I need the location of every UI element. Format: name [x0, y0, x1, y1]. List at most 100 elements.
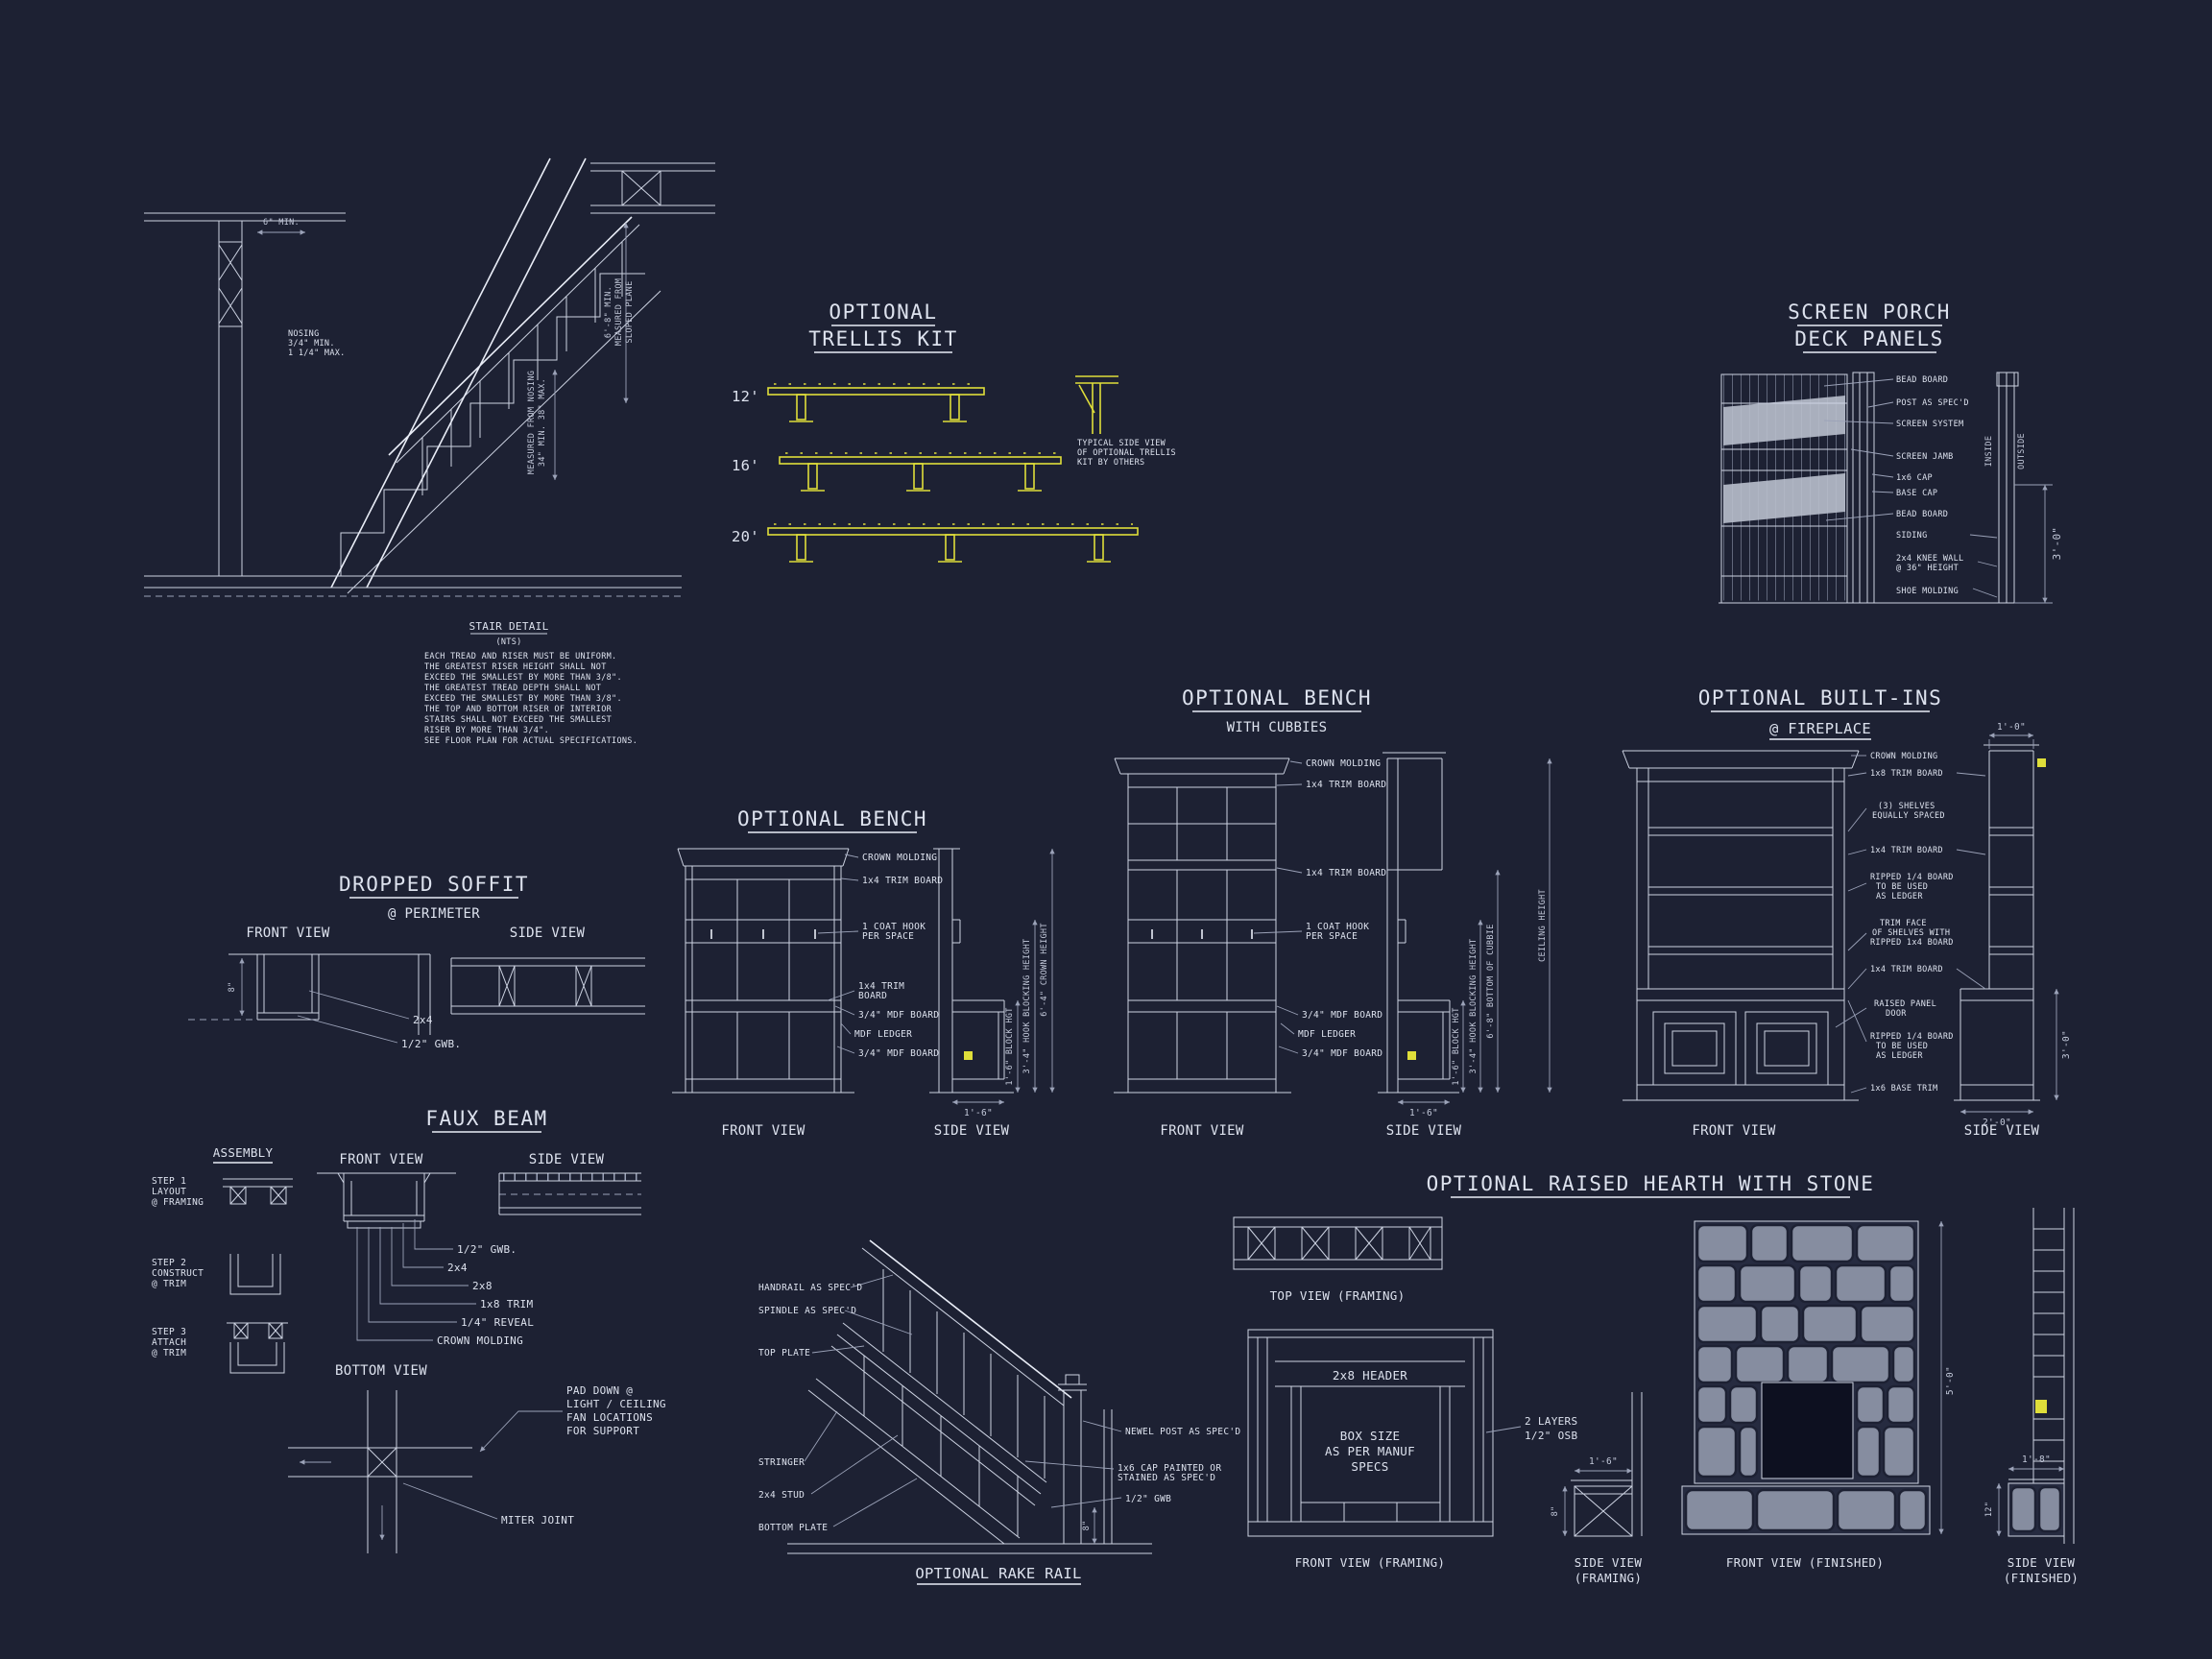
screen-label-bead-board-1: BEAD BOARD [1896, 375, 1948, 385]
builtins-title-line2: @ FIREPLACE [1769, 720, 1871, 737]
screen-label-post: POST AS SPEC'D [1896, 398, 1969, 408]
screen-dim-height: 3'-0" [2051, 527, 2063, 561]
faux-label-2x8: 2x8 [472, 1280, 493, 1292]
faux-pad-note-line1: PAD DOWN @ [566, 1384, 633, 1397]
stair-clearance-line3: SLOPED PLANE [625, 280, 635, 343]
cubbies-label-hook-line1: 1 COAT HOOK [1306, 922, 1369, 932]
builtins-dim-side: 3'-0" [2061, 1030, 2072, 1059]
builtins-dim-bottom: 2'-0" [1983, 1118, 2011, 1128]
hearth-side-finished-dim-height: 12" [1984, 1502, 1994, 1517]
builtins-label-1x8-trim: 1x8 TRIM BOARD [1870, 769, 1943, 779]
cubbies-label-trim2: 1x4 TRIM BOARD [1306, 868, 1386, 878]
hearth-osb-line1: 2 LAYERS [1525, 1415, 1577, 1428]
stair-detail-drawing: 6" MIN. NOSING 3/4" MIN. 1 1/4" MAX. 6'-… [144, 157, 715, 746]
stair-note-8: RISER BY MORE THAN 3/4". [424, 726, 549, 735]
faux-label-2x4: 2x4 [447, 1262, 468, 1274]
hearth-front-framing-caption: FRONT VIEW (FRAMING) [1295, 1555, 1446, 1570]
trellis-size-20: 20' [732, 528, 759, 545]
screen-label-knee-wall-line2: @ 36" HEIGHT [1896, 564, 1959, 573]
stair-notes-title: STAIR DETAIL [469, 620, 548, 633]
trellis-note-line2: OF OPTIONAL TRELLIS [1077, 448, 1176, 458]
faux-step2-line3: @ TRIM [152, 1279, 186, 1289]
rake-rail-title: OPTIONAL RAKE RAIL [915, 1565, 1081, 1582]
trellis-size-12: 12' [732, 388, 759, 405]
bench-label-trim2-line1: 1x4 TRIM [858, 981, 904, 992]
bench-dim-block: 1'-6" BLOCK HGT [1005, 1007, 1015, 1085]
screen-porch-title-line2: DECK PANELS [1794, 327, 1944, 350]
trellis-kit-drawing: OPTIONAL TRELLIS KIT 12' 16' 20' [732, 301, 1176, 563]
cubbies-title-line1: OPTIONAL BENCH [1182, 686, 1372, 709]
trellis-size-16: 16' [732, 457, 759, 474]
bench-with-cubbies-drawing: OPTIONAL BENCH WITH CUBBIES [1114, 686, 1552, 1139]
stair-notes-scale: (NTS) [495, 637, 521, 647]
builtins-label-shelves-line2: EQUALLY SPACED [1872, 811, 1945, 821]
builtins-label-ripped2-line3: AS LEDGER [1876, 1051, 1923, 1061]
bench-title: OPTIONAL BENCH [737, 807, 927, 830]
bench-dim-crown: 6'-4" CROWN HEIGHT [1040, 923, 1049, 1017]
stair-note-2: THE GREATEST RISER HEIGHT SHALL NOT [424, 662, 607, 672]
stair-rail-height-line2: 34" MIN. 38" MAX. [538, 378, 547, 467]
rake-label-top-plate: TOP PLATE [758, 1348, 810, 1358]
hearth-side-framing-dim-depth: 1'-6" [1589, 1456, 1618, 1467]
builtins-label-1x4-trim2: 1x4 TRIM BOARD [1870, 965, 1943, 974]
builtins-dim-top: 1'-0" [1997, 722, 2026, 733]
cubbies-label-mdf2: 3/4" MDF BOARD [1302, 1048, 1382, 1059]
rake-rail-drawing: 8" HANDRAIL AS SPEC'D SPINDLE AS SPEC'D … [758, 1239, 1240, 1585]
faux-pad-note-line3: FAN LOCATIONS [566, 1411, 653, 1424]
screen-label-shoe-molding: SHOE MOLDING [1896, 587, 1959, 596]
screen-inside-label: INSIDE [1984, 436, 1994, 468]
cubbies-side-view-caption: SIDE VIEW [1386, 1123, 1462, 1139]
soffit-subtitle: @ PERIMETER [388, 906, 480, 922]
builtins-label-raised-panel-line1: RAISED PANEL [1874, 999, 1936, 1009]
bench-label-crown: CROWN MOLDING [862, 853, 937, 863]
hearth-side-finished-caption-line1: SIDE VIEW [2008, 1555, 2076, 1570]
faux-label-reveal: 1/4" REVEAL [461, 1316, 534, 1329]
hearth-box-line2: AS PER MANUF [1325, 1444, 1415, 1458]
cubbies-dim-depth: 1'-6" [1409, 1108, 1438, 1118]
stair-note-7: STAIRS SHALL NOT EXCEED THE SMALLEST [424, 715, 612, 725]
screen-porch-drawing: SCREEN PORCH DECK PANELS BE [1719, 301, 2063, 604]
builtins-label-ripped2-line1: RIPPED 1/4 BOARD [1870, 1032, 1954, 1042]
faux-label-1x8-trim: 1x8 TRIM [480, 1298, 533, 1310]
stair-nosing-line2: 3/4" MIN. [288, 339, 335, 349]
builtins-label-ripped1-line3: AS LEDGER [1876, 892, 1923, 902]
faux-front-view-caption: FRONT VIEW [339, 1152, 423, 1167]
builtins-label-ripped2-line2: TO BE USED [1876, 1042, 1928, 1051]
trellis-title-line2: TRELLIS KIT [808, 327, 958, 350]
hearth-top-view-caption: TOP VIEW (FRAMING) [1270, 1288, 1406, 1303]
cubbies-dim-hook: 3'-4" HOOK BLOCKING HEIGHT [1469, 939, 1479, 1074]
stair-clearance-line2: MEASURED FROM [614, 278, 624, 346]
hearth-box-line1: BOX SIZE [1340, 1429, 1401, 1443]
faux-step3-line3: @ TRIM [152, 1348, 186, 1358]
screen-label-knee-wall-line1: 2x4 KNEE WALL [1896, 554, 1963, 564]
faux-side-view-caption: SIDE VIEW [529, 1152, 605, 1167]
cubbies-label-crown: CROWN MOLDING [1306, 758, 1381, 769]
soffit-dim-8: 8" [228, 982, 237, 993]
builtins-label-trimface-line2: OF SHELVES WITH [1872, 928, 1950, 938]
builtins-front-view-caption: FRONT VIEW [1692, 1123, 1776, 1139]
rake-dim-8: 8" [1082, 1521, 1092, 1531]
builtins-side-view-caption: SIDE VIEW [1964, 1123, 2040, 1139]
soffit-front-view-caption: FRONT VIEW [246, 926, 330, 941]
faux-label-crown-molding: CROWN MOLDING [437, 1334, 523, 1347]
bench-side-view-caption: SIDE VIEW [934, 1123, 1010, 1139]
stair-note-6: THE TOP AND BOTTOM RISER OF INTERIOR [424, 705, 613, 714]
faux-beam-assembly-title: ASSEMBLY [213, 1145, 274, 1160]
hearth-side-finished-dim-depth: 1'-8" [2022, 1455, 2051, 1465]
screen-label-1x6-cap: 1x6 CAP [1896, 473, 1933, 483]
cubbies-dim-cubbie: 6'-8" BOTTOM OF CUBBIE [1486, 924, 1496, 1038]
hearth-side-framing-caption-line1: SIDE VIEW [1575, 1555, 1643, 1570]
stair-note-9: SEE FLOOR PLAN FOR ACTUAL SPECIFICATIONS… [424, 736, 637, 746]
cubbies-label-hook-line2: PER SPACE [1306, 931, 1358, 942]
faux-step3-line2: ATTACH [152, 1337, 186, 1348]
cubbies-title-line2: WITH CUBBIES [1227, 720, 1328, 735]
builtins-label-shelves-line1: (3) SHELVES [1878, 802, 1936, 811]
soffit-title: DROPPED SOFFIT [339, 873, 529, 896]
stair-note-5: EXCEED THE SMALLEST BY MORE THAN 3/8". [424, 694, 622, 704]
stair-rail-height-line1: MEASURED FROM NOSING [527, 371, 537, 474]
rake-label-cap-line1: 1x6 CAP PAINTED OR [1118, 1463, 1221, 1474]
bench-label-mdf2: 3/4" MDF BOARD [858, 1048, 939, 1059]
cubbies-label-ledger: MDF LEDGER [1298, 1029, 1356, 1040]
builtins-label-ripped1-line1: RIPPED 1/4 BOARD [1870, 873, 1954, 882]
builtins-label-base-trim: 1x6 BASE TRIM [1870, 1084, 1937, 1094]
